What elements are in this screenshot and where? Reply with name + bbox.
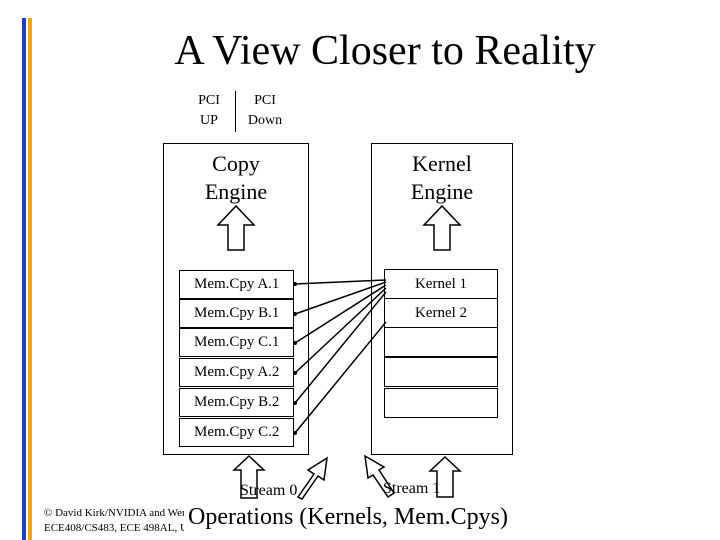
kernel-queue-item-4 — [384, 357, 498, 387]
kernel-queue-item-3 — [384, 327, 498, 357]
stream-connectors — [294, 279, 387, 434]
kernel-engine-label: Kernel Engine — [371, 150, 513, 206]
stream-0-label: Stream 0 — [240, 482, 298, 499]
stream1-arrow — [428, 455, 462, 498]
pci-divider — [235, 91, 236, 132]
stream1-diagonal-arrow — [364, 454, 396, 499]
copy-engine-line2: Engine — [204, 179, 268, 204]
kernel-engine-line2: Engine — [410, 179, 474, 204]
footer-credit-line2: ECE408/CS483, ECE 498AL, University of I… — [44, 522, 184, 534]
connector-kernel1-to-memcpy-c1 — [294, 284, 387, 344]
connector-kernel1-to-memcpy-b1 — [294, 281, 387, 315]
left-accent-bar-blue — [22, 18, 26, 540]
footer-credit-line1: © David Kirk/NVIDIA and Wen-mei W. Hwu, … — [44, 507, 184, 519]
pci-down-line2: Down — [247, 113, 283, 128]
connector-kernel1-to-memcpy-a1 — [294, 279, 387, 285]
kernel-queue-item-5 — [384, 388, 498, 418]
pci-up-label: PCI UP — [185, 91, 233, 132]
left-accent-bar-orange — [28, 18, 32, 540]
pci-down-label: PCI Down — [237, 91, 293, 132]
kernel-engine-up-arrow — [422, 204, 462, 251]
copy-queue-item-1: Mem.Cpy A.1 — [179, 270, 294, 299]
kernel-engine-line1: Kernel — [412, 151, 472, 176]
connector-kernel2-to-memcpy-a2 — [294, 287, 387, 374]
slide-title: A View Closer to Reality — [174, 28, 596, 74]
copy-queue-item-5: Mem.Cpy B.2 — [179, 388, 294, 417]
copy-engine-line1: Copy — [212, 151, 260, 176]
copy-engine-up-arrow — [216, 204, 256, 251]
connector-kernel2-to-memcpy-b2 — [294, 291, 387, 404]
pci-down-line1: PCI — [254, 93, 276, 108]
copy-queue-item-4: Mem.Cpy A.2 — [179, 358, 294, 387]
pci-up-line2: UP — [200, 113, 218, 128]
stream0-diagonal-arrow — [296, 456, 328, 500]
pci-up-line1: PCI — [198, 93, 220, 108]
copy-engine-label: Copy Engine — [163, 150, 309, 206]
stream-1-label: Stream 1 — [383, 480, 441, 497]
copy-queue-item-2: Mem.Cpy B.1 — [179, 299, 294, 328]
copy-queue-item-6: Mem.Cpy C.2 — [179, 418, 294, 447]
connector-kernel2-to-memcpy-c2 — [294, 321, 387, 434]
connector-dots — [293, 282, 297, 435]
footer-caption: Operations (Kernels, Mem.Cpys) — [188, 504, 508, 530]
stream0-arrow — [232, 454, 266, 499]
